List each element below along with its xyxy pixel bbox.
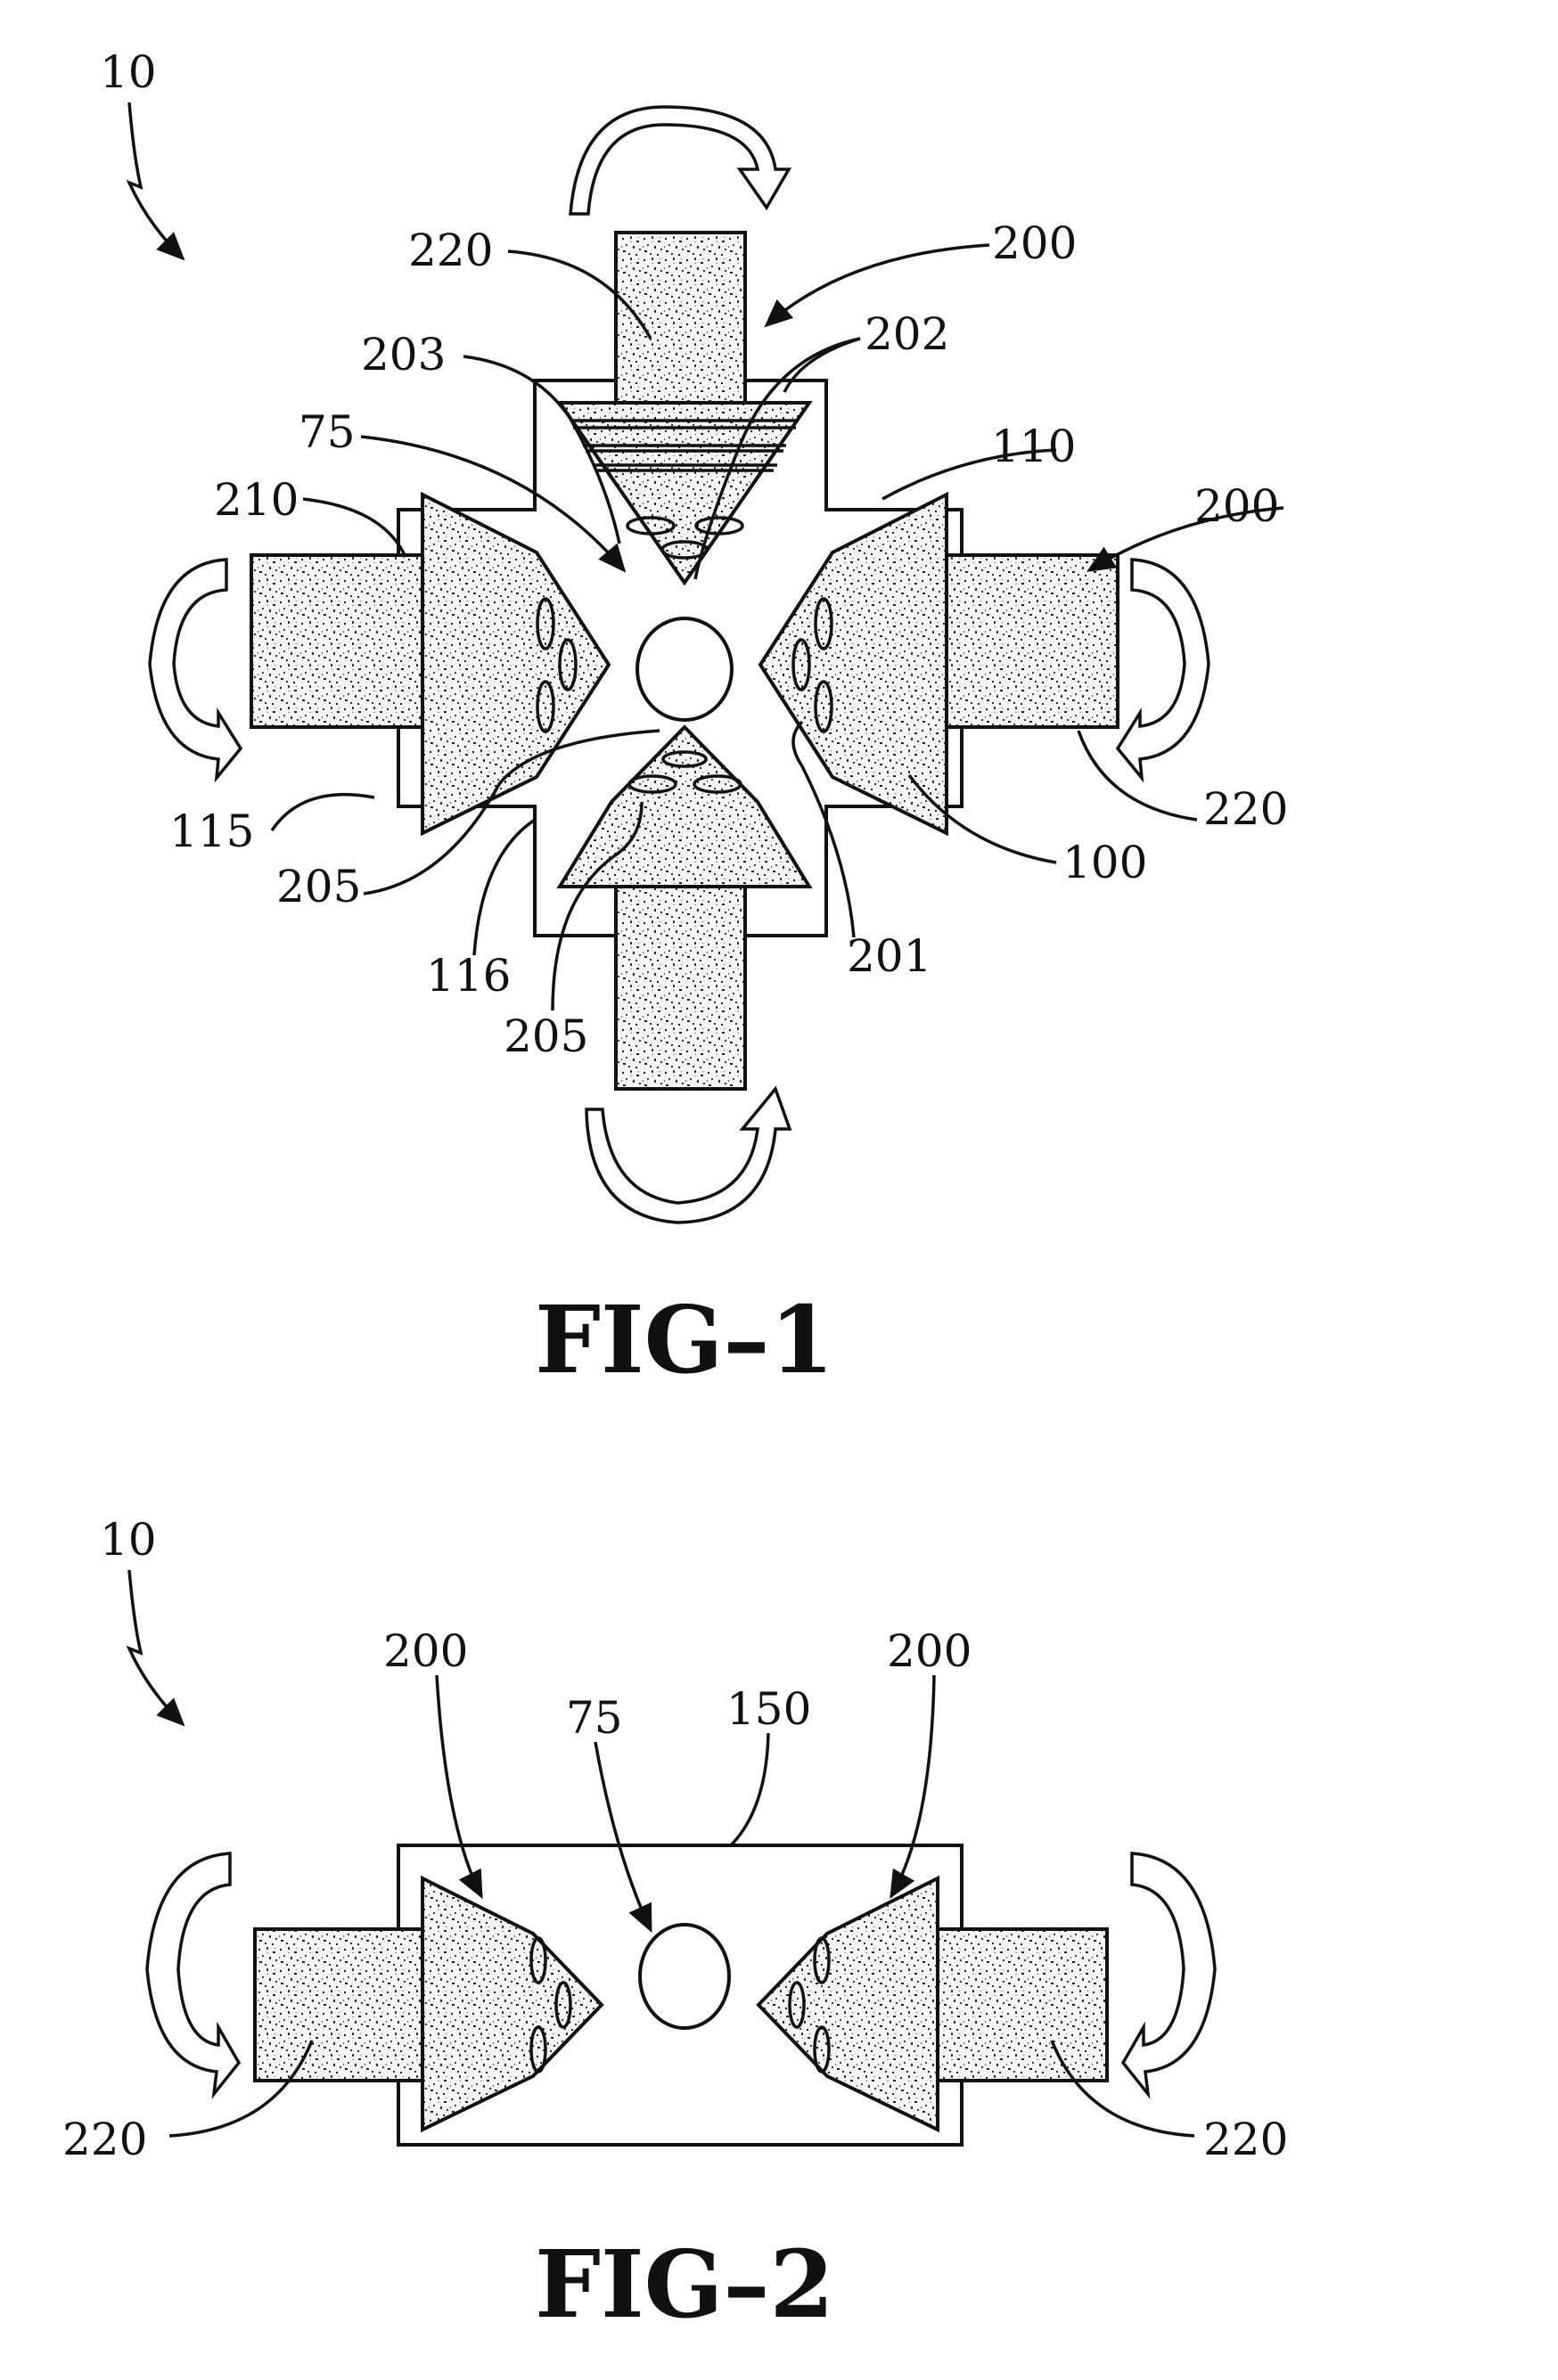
top-rotation-arrow [569,105,792,216]
fig2-leader-lines [168,1674,1195,2138]
label-face-201: 201 [847,930,931,982]
left-shaft [250,553,428,729]
top-die-layers [570,419,799,472]
label-workpiece: 75 [299,406,356,458]
left-die [421,491,611,837]
label-right-die: 200 [1194,480,1279,532]
fig2-left-die-pores [529,1936,572,2073]
fig2-left-die [421,1875,604,2133]
top-die [556,401,813,586]
fig2-label-left-die: 200 [383,1625,468,1677]
bottom-die [556,724,813,888]
label-top-layers-202: 202 [865,308,949,360]
fig1-assembly-label: 10 [100,46,157,98]
label-housing-wall-116: 116 [426,950,511,1002]
housing-cross-outline [397,379,964,937]
fig2-right-rotation-arrow [1120,1852,1217,2099]
label-pores-205-a: 205 [276,861,361,912]
label-cavity: 110 [991,421,1076,472]
fig2-assembly-label: 10 [100,1514,157,1566]
fig1-workpiece [636,617,734,722]
right-die-pores [791,597,833,733]
label-housing-wall-115: 115 [169,806,254,857]
label-pores-205-b: 205 [504,1010,588,1062]
fig2-label-housing: 150 [726,1683,811,1735]
fig2-left-shaft [253,1927,428,2082]
top-die-pores [626,516,744,560]
label-top-layers-203: 203 [361,329,446,380]
label-top-die: 200 [992,217,1077,269]
left-die-pores [536,597,578,733]
bottom-die-pores [627,750,742,794]
fig2-right-die [756,1875,939,2133]
fig2-left-rotation-arrow [145,1852,242,2099]
fig2-caption: FIG–2 [535,2229,834,2339]
label-top-shaft: 220 [408,225,493,276]
label-right-shaft: 220 [1203,783,1288,835]
right-die [758,491,948,837]
fig2-right-die-pores [788,1936,831,2073]
fig2-label-workpiece: 75 [566,1692,623,1744]
fig2-label-left-shaft: 220 [62,2114,147,2165]
right-rotation-arrow [1115,558,1210,783]
right-shaft [941,553,1119,729]
figure-1: 10 [100,46,1288,1394]
fig1-leader-lines [270,243,1284,1011]
bottom-rotation-arrow [585,1085,792,1224]
figure-2: 10 [62,1514,1288,2339]
fig2-workpiece [638,1923,731,2030]
label-die-face-210: 210 [214,474,299,526]
top-shaft [614,231,747,408]
fig1-assembly-leader [126,102,185,261]
left-rotation-arrow [148,558,243,783]
fig2-label-right-shaft: 220 [1203,2114,1288,2165]
fig2-right-shaft [934,1927,1109,2082]
bottom-shaft [614,880,747,1091]
label-housing: 100 [1062,837,1147,888]
fig2-assembly-leader [126,1569,185,1727]
fig1-caption: FIG–1 [535,1285,834,1394]
fig2-label-right-die: 200 [887,1625,972,1677]
